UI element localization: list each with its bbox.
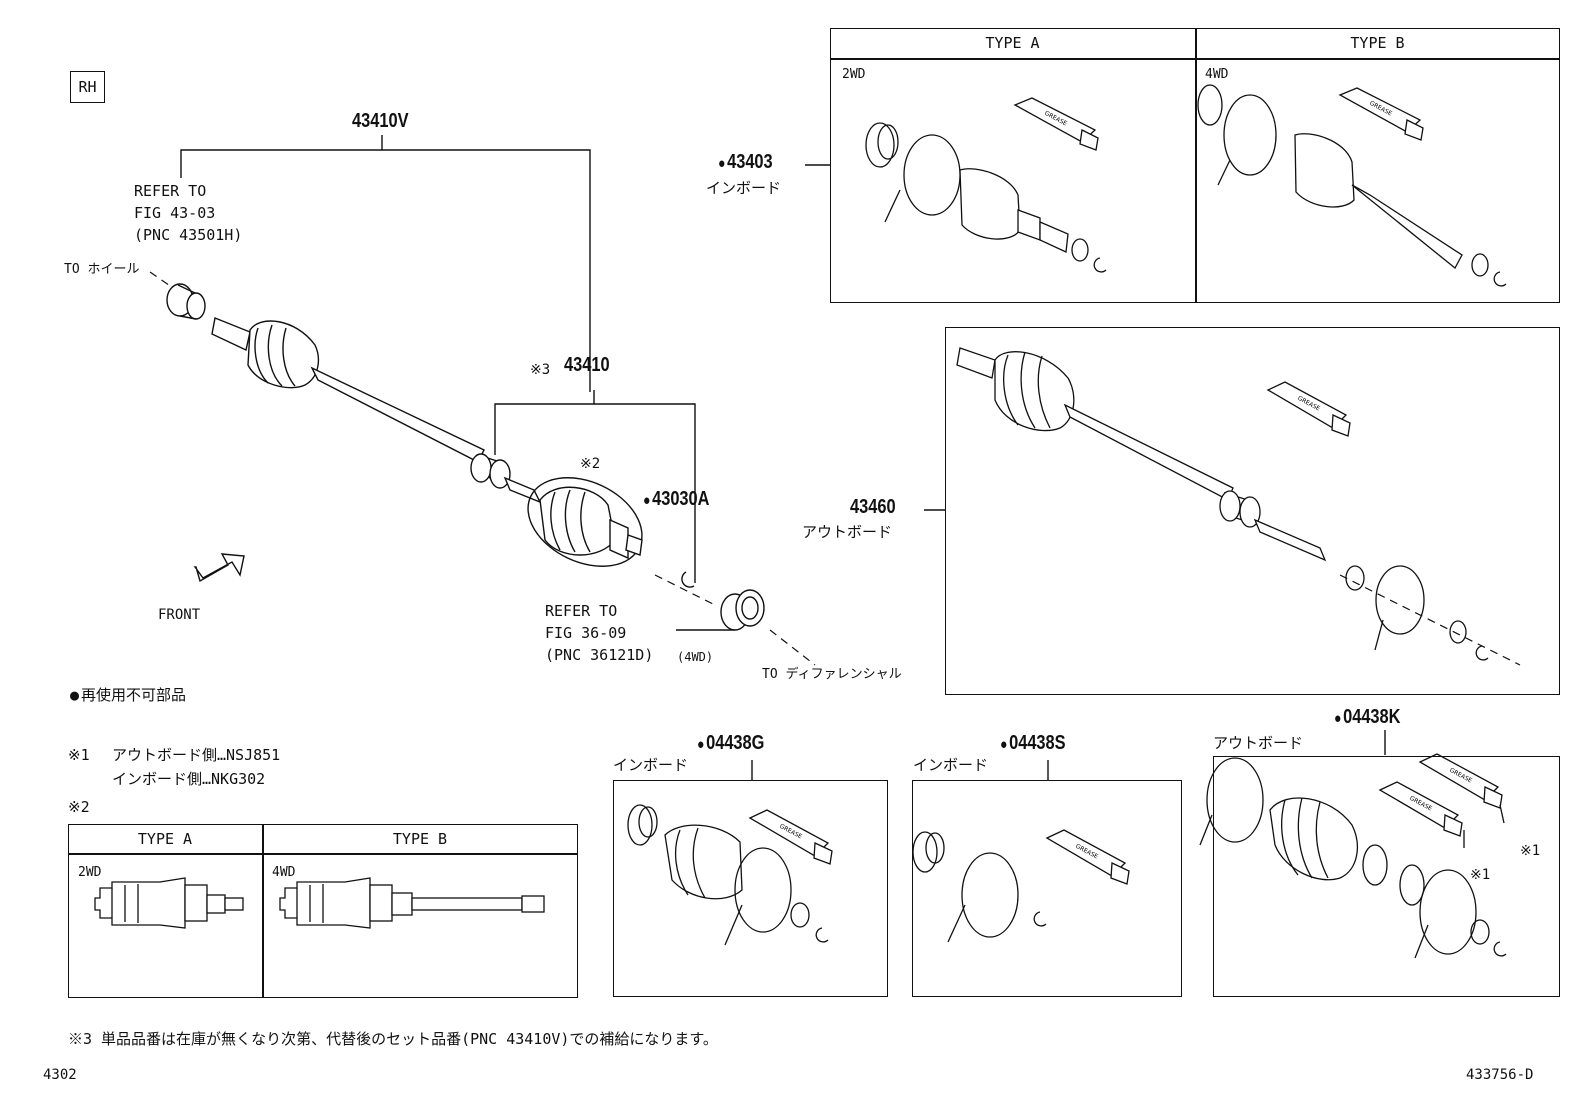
diagram-code: 433756-D: [1466, 1067, 1534, 1083]
kit-43460-label: アウトボード: [802, 523, 893, 541]
kit-04438k-label: アウトボード: [1213, 734, 1304, 752]
kit-43403-column-divider: [1195, 28, 1197, 303]
note1-line1: アウトボード側…NSJ851: [112, 746, 281, 764]
note2-mark: ※2: [68, 798, 90, 816]
note1-mark: ※1: [68, 746, 90, 764]
kit-43403-parts: [865, 84, 1507, 287]
front-arrow-icon: [193, 553, 245, 583]
bracket-43410v: [180, 149, 591, 392]
kit-04438k-parts: [1199, 753, 1507, 959]
rh-box: [70, 71, 105, 103]
kit-04438g-parts: [627, 804, 833, 946]
refer-diff-line2: FIG 36-09: [545, 624, 627, 642]
kit-43460-parts: [956, 347, 1489, 661]
pn-43030a: 43030A: [643, 489, 709, 510]
refer-wheel-line2: FIG 43-03: [134, 204, 216, 222]
note2-a-sub: 2WD: [78, 865, 102, 880]
refer-diff-line3: (PNC 36121D): [545, 646, 654, 664]
to-diff-label: TO ディファレンシャル: [762, 667, 902, 682]
note2-type-b: TYPE B: [392, 830, 448, 848]
kit-04438s-box: [912, 780, 1182, 997]
kit-43403-a-sub: 2WD: [842, 67, 866, 82]
kit-43460-box: [945, 327, 1560, 695]
front-label: FRONT: [158, 607, 201, 623]
kit-04438k-box: [1213, 756, 1560, 997]
kit-04438k-mark1b: ※1: [1470, 867, 1491, 883]
kit-04438g-box: [613, 780, 888, 997]
mark3-label: ※3: [530, 362, 551, 378]
pn-04438s: 04438S: [1000, 733, 1066, 754]
rh-label: RH: [78, 78, 97, 96]
kit-04438s-label: インボード: [913, 756, 989, 774]
kit-43403-type-a: TYPE A: [985, 34, 1040, 52]
note2-b-sub: 4WD: [272, 865, 296, 880]
note2-column-divider: [262, 824, 264, 998]
pn-43460: 43460: [850, 496, 896, 518]
kit-04438s-parts: [912, 829, 1130, 943]
damper-icon: [470, 453, 514, 489]
pn-43410: 43410: [564, 354, 610, 376]
to-wheel-label: TO ホイール: [64, 262, 140, 277]
refer-wheel-line3: (PNC 43501H): [134, 226, 243, 244]
legend-bullet: 再使用不可部品: [70, 686, 186, 704]
refer-diff-suffix: (4WD): [677, 650, 714, 664]
pn-04438k: 04438K: [1334, 707, 1400, 728]
mark2-label: ※2: [580, 456, 601, 472]
pn-43410v: 43410V: [352, 110, 409, 132]
refer-diff-line1: REFER TO: [545, 602, 618, 620]
kit-43403-type-b: TYPE B: [1350, 34, 1405, 52]
drive-shaft: [166, 283, 765, 631]
refer-wheel-line1: REFER TO: [134, 182, 207, 200]
page-code: 4302: [43, 1067, 77, 1083]
oil-seal-icon: [720, 589, 765, 631]
kit-04438k-mark1a: ※1: [1520, 843, 1541, 859]
clip-icon: [681, 571, 695, 588]
note1-line2: インボード側…NKG302: [112, 770, 266, 788]
note2-joint-drawings: [94, 877, 545, 929]
note2-table: [68, 824, 578, 998]
note2-type-a: TYPE A: [137, 830, 193, 848]
lock-nut-icon: [166, 283, 206, 320]
pn-43403: 43403: [718, 152, 773, 173]
note2-header-divider: [68, 853, 578, 855]
kit-43403-b-sub: 4WD: [1205, 67, 1229, 82]
note3-text: ※3 単品品番は在庫が無くなり次第、代替後のセット品番(PNC 43410V)で…: [68, 1030, 718, 1048]
kit-43403-label: インボード: [706, 179, 782, 197]
kit-04438g-label: インボード: [613, 756, 689, 774]
pn-04438g: 04438G: [697, 733, 764, 754]
